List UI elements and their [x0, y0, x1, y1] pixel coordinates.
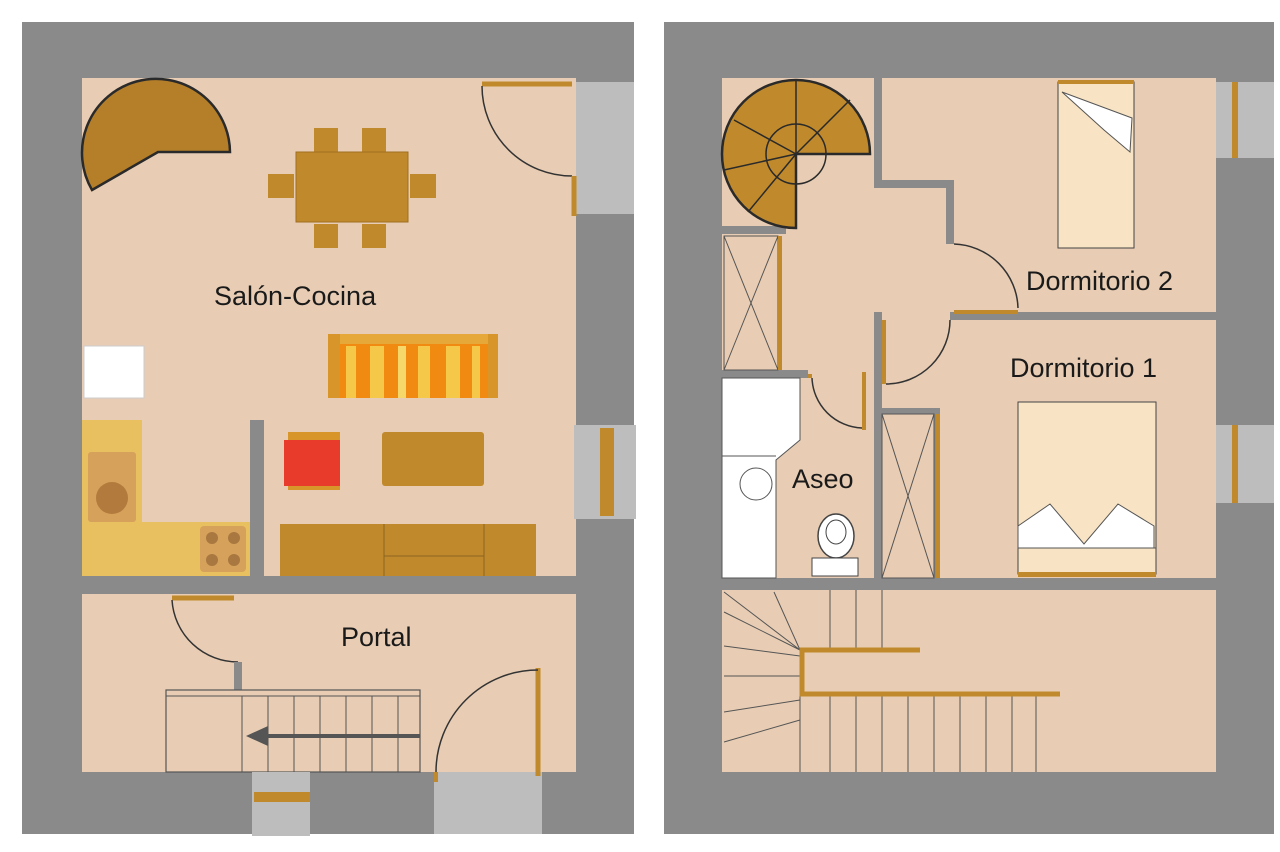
room-label-portal: Portal	[341, 622, 412, 652]
armchair-icon	[284, 440, 340, 486]
door-swing-icon[interactable]	[171, 595, 242, 690]
room-label-aseo: Aseo	[792, 464, 854, 494]
window-icon	[576, 82, 634, 214]
kitchen-divider-wall	[250, 420, 264, 576]
stove-icon	[200, 526, 246, 572]
portal-floor[interactable]	[82, 594, 576, 772]
ground-floor-plan: Salón-Cocina Portal	[22, 22, 636, 836]
door-swing-icon[interactable]	[953, 243, 1019, 314]
dining-table-icon	[268, 128, 436, 248]
straight-staircase-icon	[723, 590, 1060, 772]
door-swing-icon[interactable]	[481, 81, 577, 216]
interior-wall	[82, 576, 576, 594]
interior-wall	[874, 312, 882, 578]
room-label-salon-cocina: Salón-Cocina	[214, 281, 377, 311]
window-icon	[1216, 82, 1274, 158]
sofa-icon	[328, 334, 498, 398]
spiral-staircase-icon	[80, 77, 232, 192]
room-label-dormitorio-1: Dormitorio 1	[1010, 353, 1157, 383]
bed-icon	[1017, 401, 1157, 577]
fridge-icon	[83, 345, 145, 399]
room-label-dormitorio-2: Dormitorio 2	[1026, 266, 1173, 296]
kitchen-counter-icon	[82, 420, 250, 576]
upper-floor-plan: Dormitorio 2 Dormitorio 1 Aseo	[664, 22, 1274, 834]
window-frame	[1232, 425, 1238, 503]
bed-icon	[1057, 80, 1135, 249]
door-swing-icon[interactable]	[434, 668, 542, 834]
spiral-staircase-icon	[720, 78, 872, 230]
window-icon	[252, 772, 310, 836]
door-swing-icon[interactable]	[882, 319, 951, 385]
interior-wall	[874, 78, 882, 188]
window-icon	[1216, 425, 1274, 503]
sink-icon	[721, 377, 801, 579]
interior-wall	[722, 226, 786, 234]
door-swing-icon[interactable]	[808, 372, 866, 430]
wardrobe-icon	[723, 235, 782, 371]
interior-wall	[722, 578, 1216, 590]
toilet-icon	[811, 513, 859, 577]
window-frame	[600, 428, 614, 516]
coffee-table-icon	[382, 432, 484, 486]
sideboard-icon	[280, 524, 536, 576]
stair-landing-floor[interactable]	[722, 590, 1216, 772]
interior-wall	[878, 408, 940, 414]
wardrobe-icon	[881, 413, 940, 579]
window-frame	[254, 792, 310, 802]
interior-wall	[946, 180, 954, 244]
interior-wall	[722, 370, 808, 378]
window-frame	[1232, 82, 1238, 158]
interior-wall	[950, 312, 1216, 320]
interior-wall	[874, 180, 954, 188]
